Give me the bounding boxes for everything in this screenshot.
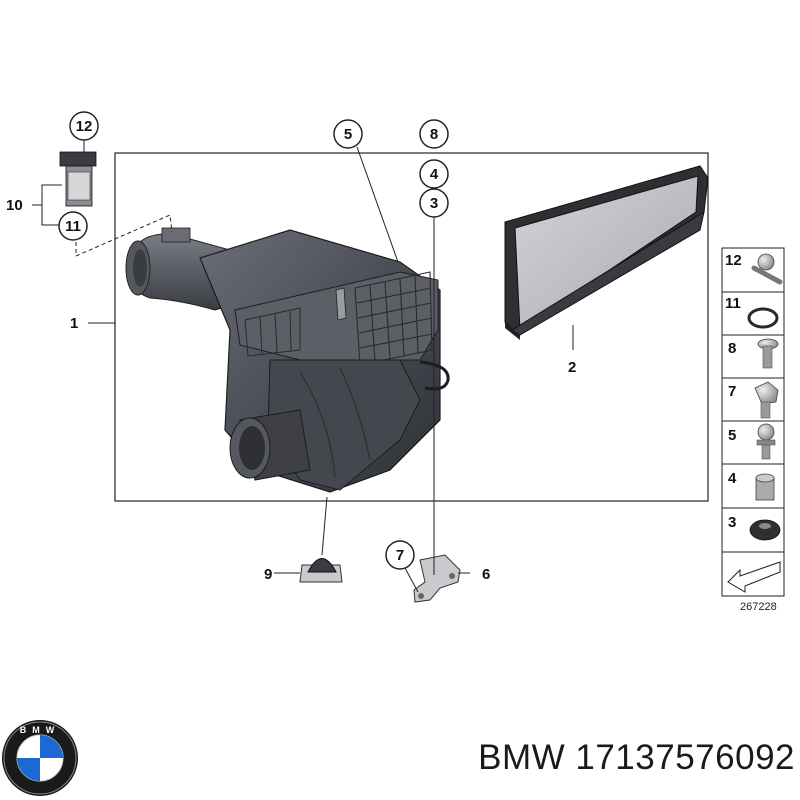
part-number: 17137576092 [575,738,795,777]
svg-text:12: 12 [76,118,93,135]
svg-text:11: 11 [65,218,81,235]
svg-text:4: 4 [430,166,439,183]
svg-text:12: 12 [725,252,742,269]
svg-text:8: 8 [430,126,438,143]
svg-text:3: 3 [728,514,736,531]
legend-item-5: 5 [728,423,776,460]
rubber-mount [299,558,343,583]
parts-legend: 12 11 8 7 5 4 [721,247,785,597]
legend-item-8: 8 [728,338,779,369]
part-title: BMW 17137576092 [410,738,795,778]
legend-item-11: 11 [725,295,779,329]
legend-item-3: 3 [728,514,781,541]
legend-item-7: 7 [728,381,779,419]
svg-text:7: 7 [728,383,736,400]
leader-lines [32,140,574,593]
brand-name: BMW [478,738,566,777]
svg-text:5: 5 [344,126,352,143]
svg-text:7: 7 [396,547,404,564]
callout-2: 2 [568,359,576,376]
callout-6: 6 [482,566,490,583]
air-filter-housing [125,227,450,493]
callout-1: 1 [70,315,78,332]
mounting-bracket [413,554,461,603]
callout-9: 9 [264,566,272,583]
legend-item-12: 12 [725,252,783,285]
svg-text:5: 5 [728,427,736,444]
callout-3: 3 [419,188,449,218]
assembly-frame [114,152,709,502]
callout-10: 10 [6,197,23,214]
callout-12: 12 [69,111,99,141]
svg-text:8: 8 [728,340,736,357]
bmw-logo: BMW [2,720,78,796]
svg-text:3: 3 [430,195,438,212]
svg-text:11: 11 [725,295,741,312]
intake-air-temperature-sensor [59,151,97,207]
image-code: 267228 [740,601,777,613]
svg-text:4: 4 [728,470,737,487]
legend-arrow-symbol [727,561,781,593]
callout-8: 8 [419,119,449,149]
air-filter-element [504,165,709,340]
callout-5: 5 [333,119,363,149]
svg-text:BMW: BMW [20,725,61,735]
callout-11: 11 [58,211,88,241]
legend-item-4: 4 [728,470,775,501]
callout-7: 7 [385,540,415,570]
callout-4: 4 [419,159,449,189]
